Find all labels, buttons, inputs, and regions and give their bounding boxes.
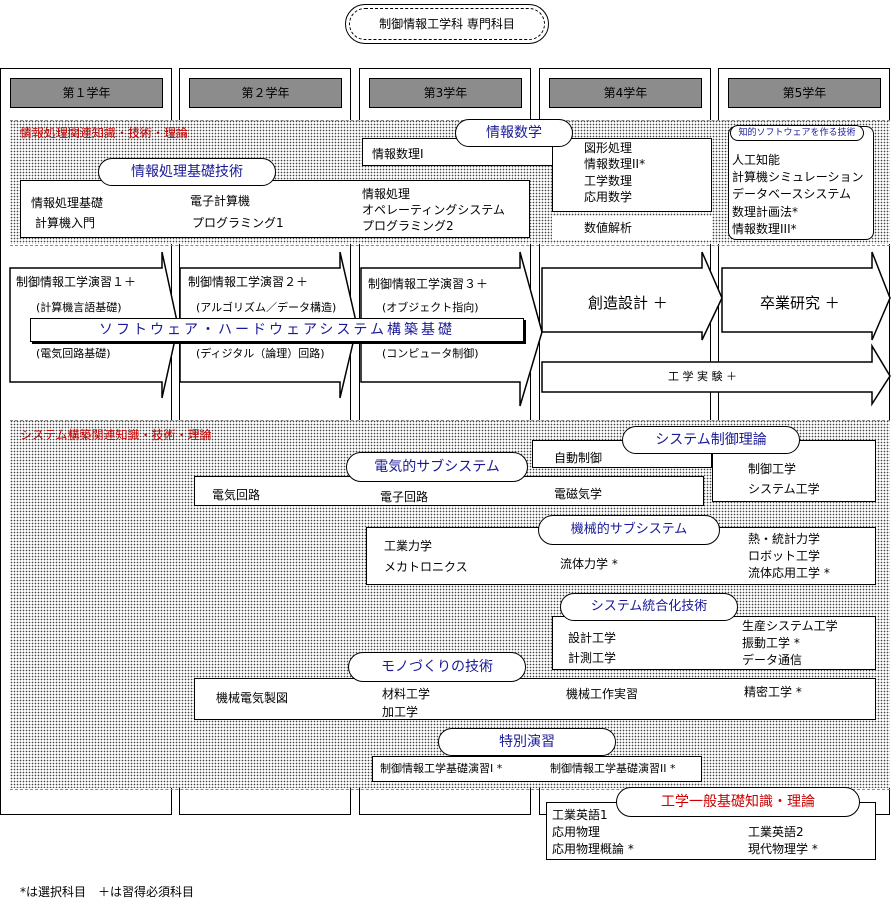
general-item-1: 工業英語1 [552,808,608,822]
year-header-5: 第5学年 [728,78,881,108]
numeric-box [552,216,712,240]
numeric-item: 数値解析 [584,221,633,235]
mechanical-item-2: メカトロニクス [384,560,468,574]
mechanical-item-6: 流体応用工学 * [748,566,830,580]
math-y4-item-3: 工学数理 [584,174,633,188]
intelligent-box [728,126,874,240]
special-item-2: 制御情報工学基礎演習II * [550,762,676,775]
practice-3-sub-b: (コンピュータ制御) [382,347,479,360]
math-y4-item-4: 応用数学 [584,190,633,204]
practice-3-title: 制御情報工学演習３＋ [368,277,489,291]
year-header-2: 第２学年 [189,78,342,108]
basic-info-item-1: 情報処理基礎 [31,196,104,210]
research-arrow [721,251,891,341]
mechanical-item-4: 熱・統計力学 [748,532,821,546]
making-item-3: 加工学 [382,705,419,719]
basic-info-item-7: プログラミング2 [362,219,454,233]
control-item-1: 自動制御 [554,451,603,465]
special-pill: 特別演習 [438,728,616,756]
general-item-5: 現代物理学 * [748,842,818,856]
intelligent-pill: 知的ソフトウェアを作る技術 [730,125,864,141]
page-title: 制御情報工学科 専門科目 [379,17,515,31]
basic-info-item-3: 電子計算機 [190,194,251,208]
basic-info-box [20,180,530,238]
math-y4-item-1: 図形処理 [584,141,633,155]
general-pill: 工学一般基礎知識・理論 [616,787,860,817]
math-box-y4 [552,138,712,212]
intelligent-item-5: 情報数理III* [732,222,797,236]
basic-info-pill: 情報処理基礎技術 [98,158,276,186]
control-item-3: システム工学 [748,482,820,496]
integration-box [552,616,876,670]
design-label: 創造設計 ＋ [588,294,668,312]
integration-item-3: 生産システム工学 [742,619,838,633]
integration-item-1: 設計工学 [568,631,617,645]
year-header-1: 第１学年 [10,78,163,108]
intelligent-item-4: 数理計画法* [732,205,799,219]
basic-info-item-6: オペレーティングシステム [362,203,505,217]
electric-pill: 電気的サブシステム [346,452,528,482]
electric-item-3: 電磁気学 [554,487,603,501]
integration-item-2: 計測工学 [568,651,617,665]
practice-2-title: 制御情報工学演習２＋ [188,275,309,289]
practice-3-sub-a: (オブジェクト指向) [382,301,479,314]
math-y3-item: 情報数理I [372,147,424,161]
system-band-edge [10,420,890,790]
practice-2-sub-b: (ディジタル（論理）回路) [196,347,325,360]
system-section-label: システム構築関連知識・技術・理論 [20,428,212,442]
title-inner: 制御情報工学科 専門科目 [349,8,545,40]
making-item-2: 材料工学 [382,687,431,701]
practice-1-title: 制御情報工学演習１＋ [16,275,137,289]
integration-item-5: データ通信 [742,653,803,667]
general-item-3: 応用物理概論 * [552,842,634,856]
general-item-2: 応用物理 [552,825,601,839]
title-outer [345,4,549,44]
making-item-5: 精密工学 * [744,685,802,699]
making-pill: モノづくりの技術 [348,652,526,682]
practice-2-sub-a: (アルゴリズム／データ構造) [196,301,337,314]
special-item-1: 制御情報工学基礎演習I * [380,762,503,775]
electric-item-2: 電子回路 [380,490,429,504]
year-header-3: 第3学年 [369,78,522,108]
math-y4-item-2: 情報数理II* [584,157,646,171]
making-box [194,678,876,720]
practice-1-sub-a: (計算機言語基礎) [36,301,122,314]
info-band-edge [10,120,890,246]
control-item-2: 制御工学 [748,462,797,476]
design-arrow [541,251,723,341]
making-item-4: 機械工作実習 [566,687,639,701]
intelligent-item-2: 計算機シミュレーション [732,170,864,184]
making-item-1: 機械電気製図 [216,691,289,705]
integration-item-4: 振動工学 * [742,636,800,650]
year-header-4: 第4学年 [549,78,702,108]
integration-pill: システム統合化技術 [560,593,738,621]
control-pill: システム制御理論 [622,426,800,454]
electric-item-1: 電気回路 [212,488,261,502]
basic-info-item-5: 情報処理 [362,187,411,201]
mechanical-item-5: ロボット工学 [748,549,821,563]
mechanical-item-3: 流体力学 * [560,557,618,571]
mechanical-pill: 機械的サブシステム [538,515,720,545]
mechanical-item-1: 工業力学 [384,539,433,553]
special-box [372,756,702,782]
research-label: 卒業研究 ＋ [760,294,840,312]
basic-info-item-2: 計算機入門 [35,216,96,230]
info-section-label: 情報処理関連知識・技術・理論 [20,126,189,140]
intelligent-item-3: データベースシステム [732,187,852,201]
math-pill: 情報数学 [455,119,573,147]
practice-1-sub-b: (電気回路基礎) [36,347,111,360]
experiment-arrow [541,343,891,407]
experiment-label: 工 学 実 験 ＋ [668,370,737,383]
system-band [10,420,890,788]
basic-info-item-4: プログラミング1 [192,216,284,230]
general-item-4: 工業英語2 [748,825,804,839]
legend: *は選択科目 ＋は習得必須科目 [20,885,195,899]
intelligent-item-1: 人工知能 [732,153,781,167]
foundation-banner: ソフトウェア・ハードウェアシステム構築基礎 [30,318,524,342]
